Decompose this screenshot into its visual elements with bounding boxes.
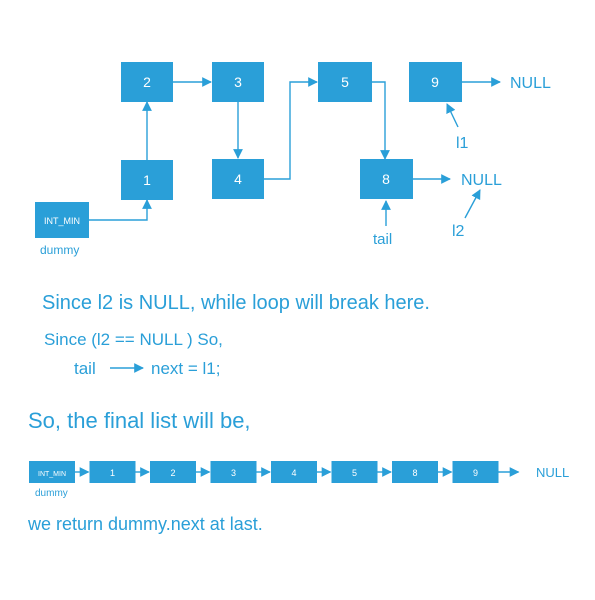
node-1-value: 1: [143, 172, 151, 188]
arrow-5-to-8: [372, 81, 390, 160]
final-list-node-value: 9: [473, 468, 478, 478]
node-3-value: 3: [234, 74, 242, 90]
final-list-node-value: INT_MIN: [38, 471, 66, 478]
l1-label: l1: [456, 135, 469, 152]
arrow-intmin-to-1: [89, 199, 152, 221]
node-4-value: 4: [234, 171, 242, 187]
final-dummy-label: dummy: [35, 488, 68, 499]
node-5-value: 5: [341, 74, 349, 90]
next-expression: next = l1;: [151, 359, 220, 378]
node-2-value: 2: [143, 74, 151, 90]
arrow-l1-pointer: [446, 103, 459, 128]
final-list: INT_MIN 1 2 3 4 5 8 9: [29, 461, 520, 483]
return-note: we return dummy.next at last.: [27, 514, 263, 534]
final-list-node: 3: [210, 461, 257, 483]
final-list-node-value: 3: [231, 468, 236, 478]
final-list-heading: So, the final list will be,: [28, 408, 251, 433]
top-connectors: [89, 77, 501, 226]
final-list-node: 5: [331, 461, 378, 483]
null-label-l2: NULL: [461, 172, 502, 189]
final-list-node: 2: [150, 461, 196, 483]
final-list-node: 4: [271, 461, 317, 483]
final-null-label: NULL: [536, 465, 569, 480]
arrow-l2-pointer: [464, 189, 481, 219]
final-list-node-value: 1: [110, 468, 115, 478]
l2-label: l2: [452, 223, 465, 240]
node-3: 3: [212, 62, 264, 102]
tail-label: tail: [373, 231, 392, 248]
node-8-value: 8: [382, 171, 390, 187]
arrow-4-to-5: [264, 77, 318, 180]
null-label-l1: NULL: [510, 75, 551, 92]
node-int-min-value: INT_MIN: [44, 216, 80, 226]
node-9-value: 9: [431, 74, 439, 90]
final-list-node: INT_MIN: [29, 461, 75, 483]
final-list-node-value: 8: [412, 468, 417, 478]
final-list-node-value: 4: [291, 468, 296, 478]
final-list-node: 9: [452, 461, 499, 483]
node-4: 4: [212, 159, 264, 199]
final-list-node: 1: [89, 461, 136, 483]
tail-word: tail: [74, 359, 96, 378]
node-8: 8: [360, 159, 413, 199]
node-5: 5: [318, 62, 372, 102]
final-list-node: 8: [392, 461, 438, 483]
since-line: Since (l2 == NULL ) So,: [44, 330, 223, 349]
final-list-node-value: 2: [170, 468, 175, 478]
node-9: 9: [409, 62, 462, 102]
node-1: 1: [121, 160, 173, 200]
node-2: 2: [121, 62, 173, 102]
dummy-label: dummy: [40, 243, 79, 257]
break-note: Since l2 is NULL, while loop will break …: [42, 292, 430, 314]
node-int-min: INT_MIN: [35, 202, 89, 238]
final-list-node-value: 5: [352, 468, 357, 478]
